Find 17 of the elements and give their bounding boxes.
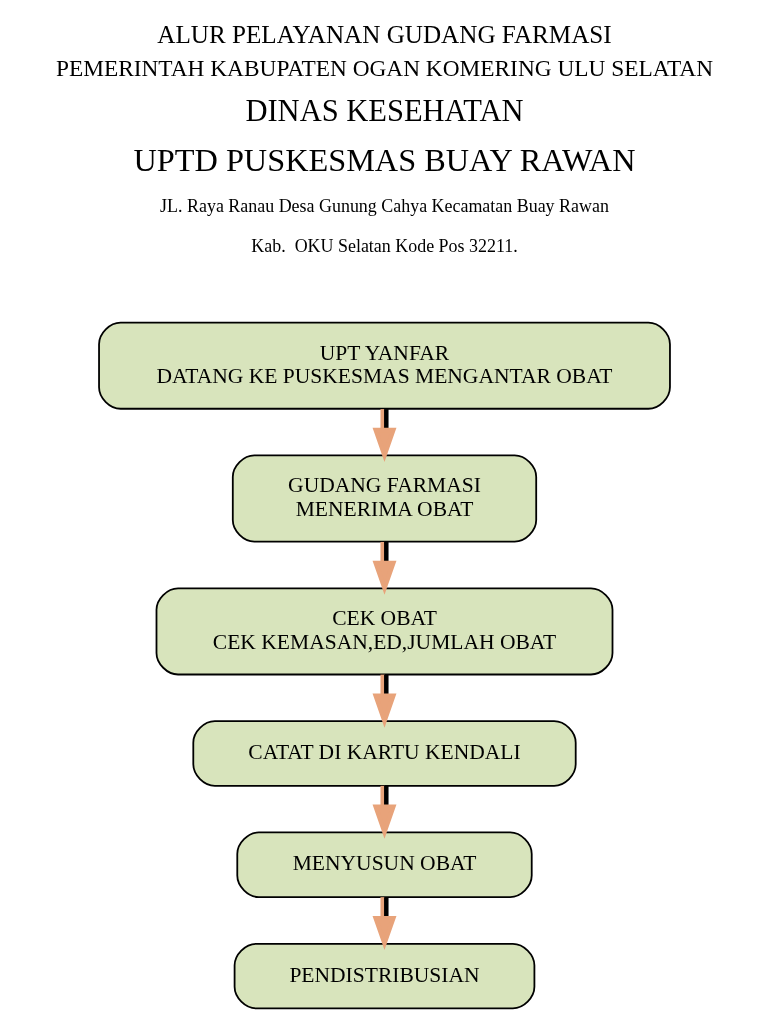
- label: DINAS KESEHATAN: [244, 93, 524, 128]
- node-box: PENDISTRIBUSIAN: [233, 942, 535, 1010]
- diagram-title: ALUR PELAYANAN GUDANG FARMASI: [156, 20, 612, 48]
- node-box: UPT YANFAR DATANG KE PUSKESMAS MENGANTAR OBAT: [97, 321, 671, 410]
- node-box: CATAT DI KARTU KENDALI: [191, 720, 577, 787]
- node-box: GUDANG FARMASI MENERIMA OBAT: [231, 454, 537, 543]
- label: JL. Raya Ranau Desa Gunung Cahya Kecamatan Buay Rawan: [159, 196, 609, 217]
- label: Kab. OKU Selatan Kode Pos 32211.: [250, 235, 518, 256]
- label: PEMERINTAH KABUPATEN OGAN KOMERING ULU SELATAN: [55, 54, 713, 81]
- arrow: [372, 409, 396, 462]
- label: UPTD PUSKESMAS BUAY RAWAN: [132, 141, 636, 178]
- arrow: [372, 674, 396, 728]
- node-box: MENYUSUN OBAT: [235, 831, 533, 898]
- arrow: [372, 897, 396, 951]
- arrow: [372, 541, 396, 595]
- node-box: CEK OBAT CEK KEMASAN,ED,JUMLAH OBAT: [155, 587, 613, 676]
- arrow: [372, 785, 396, 839]
